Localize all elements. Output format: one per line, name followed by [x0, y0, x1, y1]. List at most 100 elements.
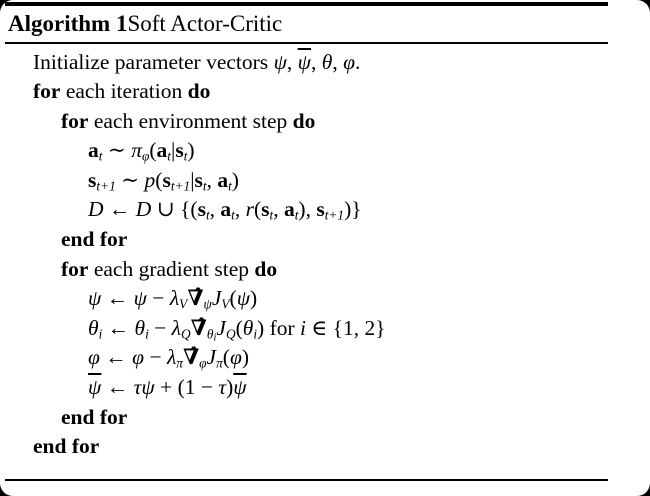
text-segment: end for [33, 434, 100, 459]
text-segment: ( [222, 345, 230, 370]
text-segment: | [171, 138, 176, 163]
algorithm-body: Initialize parameter vectors ψ, ψ, θ, φ.… [0, 44, 650, 462]
algorithm-header: Algorithm 1 Soft Actor-Critic [0, 6, 650, 42]
text-segment: , [273, 197, 284, 222]
text-segment: ∼ [102, 138, 132, 163]
text-segment: for [61, 108, 89, 133]
text-segment: do [187, 79, 211, 104]
text-segment: τ [218, 375, 227, 400]
text-segment: π [131, 138, 142, 163]
text-segment: ← [99, 345, 133, 370]
text-segment: φ [132, 345, 145, 370]
text-segment: Initialize parameter vectors [33, 49, 274, 74]
text-segment: ψ [141, 375, 155, 400]
text-segment: ← [103, 197, 136, 222]
text-segment: J [216, 315, 226, 340]
text-segment: s [194, 167, 203, 192]
text-segment: end for [61, 227, 128, 252]
text-segment: t+1 [324, 208, 345, 224]
text-segment: {1, 2} [332, 315, 386, 340]
text-segment: φ [142, 149, 150, 164]
text-segment: ) [226, 375, 234, 400]
algorithm-line: end for [0, 403, 650, 433]
text-segment: θ [206, 326, 214, 342]
text-segment: ∇̂ [187, 286, 204, 312]
text-segment: t+1 [170, 178, 191, 194]
text-segment: , [234, 197, 246, 222]
text-segment: each gradient step [88, 256, 255, 281]
text-segment: φ [229, 345, 242, 370]
text-segment: t [98, 149, 103, 164]
text-segment: λ [171, 315, 181, 340]
text-segment: ψ [88, 286, 102, 311]
text-segment: ( [253, 197, 262, 222]
algorithm-number-label: Algorithm 1 [8, 10, 128, 36]
text-segment: ( [149, 138, 157, 163]
text-segment: i [253, 326, 258, 342]
algorithm-line: at ∼ πφ(at|st) [0, 136, 650, 166]
text-segment: ψ [133, 286, 147, 311]
algorithm-line: ψ ← τψ + (1 − τ)ψ [0, 373, 650, 403]
text-segment: ψ [297, 49, 312, 74]
text-segment: a [220, 197, 232, 222]
text-segment: end for [61, 404, 128, 429]
text-segment: t [231, 208, 235, 224]
text-segment: λ [169, 286, 180, 311]
text-segment: ) [241, 345, 250, 370]
text-segment: − [144, 345, 167, 370]
text-segment: ( [229, 286, 237, 311]
text-segment: V [221, 296, 230, 312]
text-segment: , [286, 49, 298, 74]
text-segment: ψ [273, 49, 287, 74]
text-segment: ) [231, 167, 239, 192]
text-segment: τ [133, 375, 142, 400]
text-segment: s [162, 167, 171, 192]
text-segment: ) [257, 315, 265, 340]
text-segment: do [254, 256, 278, 281]
text-segment: a [283, 197, 295, 222]
text-segment: a [217, 167, 229, 192]
text-segment: π [216, 356, 223, 372]
text-segment: t [183, 149, 188, 164]
text-segment: ∇̂ [182, 345, 200, 371]
algorithm-title: Soft Actor-Critic [127, 10, 283, 36]
text-segment: ( [155, 167, 163, 192]
text-segment: each iteration [60, 79, 188, 104]
text-segment: J [206, 345, 217, 370]
text-segment: , [206, 167, 218, 192]
text-segment: − [200, 375, 219, 400]
text-segment: r [245, 197, 254, 222]
text-segment: for [33, 79, 61, 104]
text-segment: t [269, 208, 274, 224]
text-segment: ∪ [151, 197, 181, 222]
text-segment: {( [180, 197, 198, 222]
text-segment: θ [134, 315, 146, 340]
text-segment: θ [242, 315, 254, 340]
text-segment: for [264, 315, 301, 340]
text-segment: i [98, 326, 103, 342]
text-segment: s [175, 138, 184, 163]
algorithm-line: end for [0, 432, 650, 462]
algorithm-line: θi ← θi − λQ∇̂θiJQ(θi) for i ∈ {1, 2} [0, 314, 650, 344]
text-segment: a [156, 138, 168, 163]
text-segment: , [209, 197, 221, 222]
text-segment: V [179, 296, 188, 312]
text-segment: ← [101, 286, 134, 311]
text-segment: π [176, 356, 183, 372]
text-segment: t [228, 178, 232, 194]
text-segment: t [294, 208, 299, 224]
text-segment: J [211, 286, 222, 311]
text-segment: ∇̂ [190, 315, 207, 341]
text-segment: λ [166, 345, 177, 370]
text-segment: φ [343, 49, 355, 74]
text-segment: t [202, 178, 207, 194]
header-rule [5, 41, 608, 44]
text-segment: Q [180, 326, 191, 342]
text-segment: ( [235, 315, 243, 340]
text-segment: ) [250, 286, 258, 311]
text-segment: Q [225, 326, 236, 342]
text-segment: t+1 [96, 178, 116, 194]
text-segment: t [205, 208, 210, 224]
text-segment: ψ [233, 375, 247, 400]
